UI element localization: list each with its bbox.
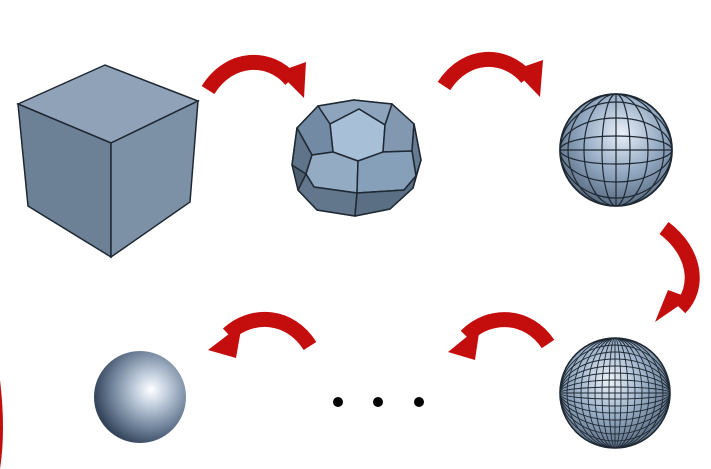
frame-edge (0, 380, 3, 469)
faceted-sphere-mesh (559, 93, 673, 207)
arrow-4 (448, 312, 555, 360)
cube-mesh (16, 64, 200, 259)
dot (333, 397, 343, 407)
dot (373, 397, 383, 407)
arrow-3 (655, 222, 700, 322)
dense-mesh-sphere (559, 337, 671, 449)
dot (414, 397, 424, 407)
smooth-sphere (94, 351, 186, 443)
ellipsis-dots (333, 397, 424, 407)
arrow-5 (208, 311, 317, 358)
arrow-2 (437, 51, 543, 97)
arrow-1 (201, 54, 306, 98)
rounded-polyhedron-mesh (291, 99, 422, 217)
